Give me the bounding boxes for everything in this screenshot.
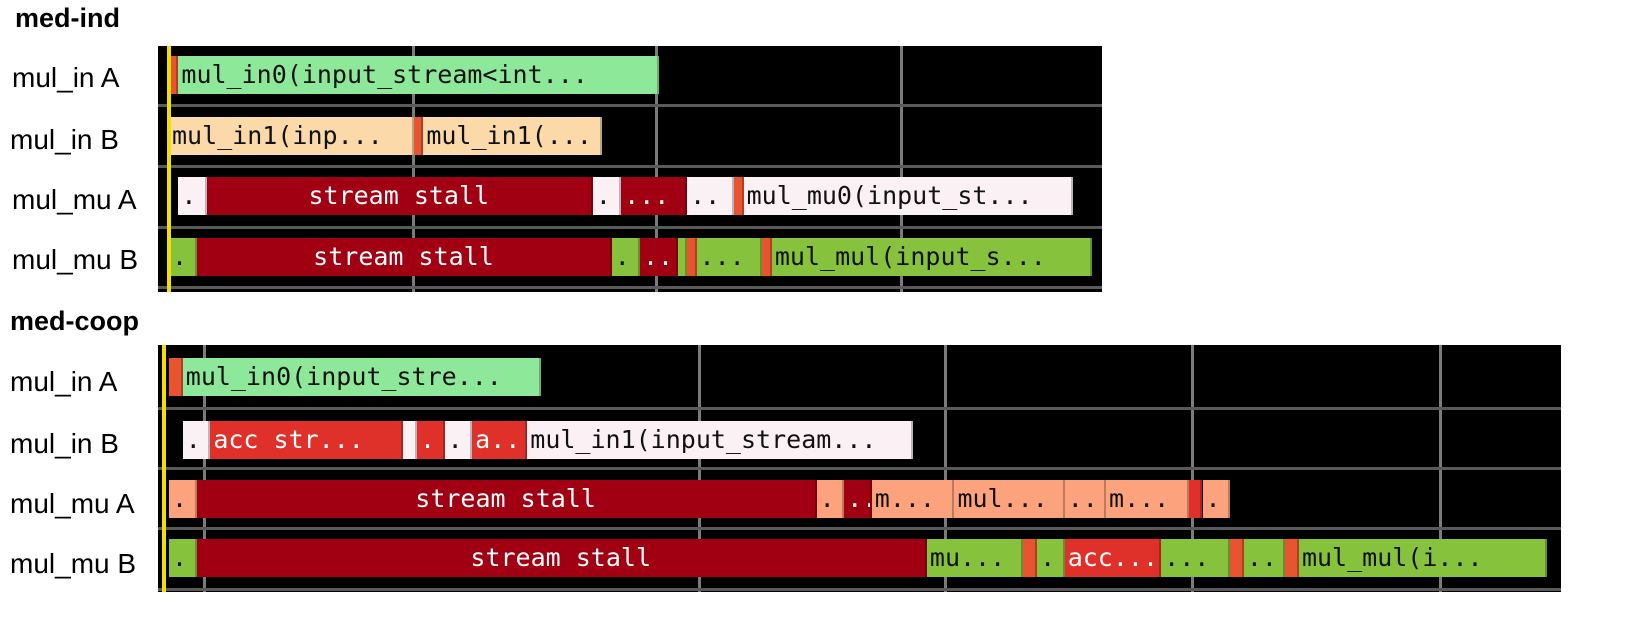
timeline-block[interactable]: ..	[640, 238, 678, 276]
timeline-block[interactable]: .	[169, 238, 198, 276]
timeline-block[interactable]	[1285, 539, 1299, 577]
timeline-block[interactable]: .	[178, 177, 207, 215]
row-label: mul_in B	[10, 124, 119, 155]
grid-line-horizontal	[158, 467, 1561, 470]
grid-line-horizontal	[158, 165, 1102, 168]
timeline-block[interactable]: mul_mu0(input_st...	[743, 177, 1074, 215]
time-cursor[interactable]	[167, 46, 171, 292]
timeline-block[interactable]	[403, 421, 418, 459]
row-label: mul_mu B	[12, 244, 139, 275]
grid-line-vertical	[412, 46, 415, 292]
row-label: mul_in A	[12, 62, 120, 93]
timeline-block[interactable]: mul_in1(inp...	[169, 117, 414, 155]
timeline-block[interactable]	[1188, 480, 1203, 518]
row-label: mul_mu B	[10, 548, 137, 579]
timeline-block[interactable]: ..	[844, 480, 872, 518]
row-label: mul_in A	[10, 366, 118, 397]
timeline-block[interactable]	[1230, 539, 1244, 577]
grid-line-horizontal	[158, 588, 1561, 591]
grid-line-vertical	[655, 46, 658, 292]
timeline-block[interactable]	[762, 238, 772, 276]
row-label: mul_in B	[10, 428, 119, 459]
timeline-block[interactable]	[169, 56, 179, 94]
timeline-block[interactable]: mul_in0(input_stre...	[182, 358, 542, 396]
timeline-block[interactable]: .	[1202, 480, 1231, 518]
grid-line-horizontal	[158, 286, 1102, 289]
timeline-block[interactable]: mul...	[954, 480, 1065, 518]
timeline-block[interactable]: acc...	[1064, 539, 1162, 577]
timeline-block[interactable]	[734, 177, 744, 215]
timeline-block[interactable]: ..	[1064, 480, 1107, 518]
timeline-panel-med-coop: mul_in0(input_stre....acc str.....a...mu…	[158, 345, 1561, 592]
timeline-block[interactable]: ..	[1243, 539, 1286, 577]
timeline-block[interactable]	[677, 238, 688, 276]
timeline-block[interactable]: .	[816, 480, 845, 518]
timeline-block[interactable]: mul_in1(input_stream...	[527, 421, 914, 459]
grid-line-horizontal	[158, 407, 1561, 410]
row-label: mul_mu A	[10, 488, 135, 519]
timeline-panel-med-ind: mul_in0(input_stream<int... mul_in1(inp..…	[158, 46, 1102, 292]
grid-line-horizontal	[158, 527, 1561, 530]
timeline-block[interactable]: mul_mul(i...	[1298, 539, 1547, 577]
timeline-block[interactable]: .	[417, 421, 445, 459]
timeline-block[interactable]: .	[444, 421, 473, 459]
timeline-block[interactable]: .	[1037, 539, 1065, 577]
timeline-block[interactable]: ..	[687, 177, 735, 215]
timeline-block[interactable]: .	[182, 421, 211, 459]
timeline-block[interactable]: m...	[1106, 480, 1189, 518]
timeline-block[interactable]: a...	[472, 421, 528, 459]
timeline-block[interactable]	[169, 358, 183, 396]
timeline-block[interactable]: mul_mul(input_s...	[771, 238, 1093, 276]
row-label: mul_mu A	[12, 184, 137, 215]
timeline-block[interactable]: acc str...	[210, 421, 404, 459]
time-cursor[interactable]	[162, 345, 166, 592]
section-title-med-ind: med-ind	[15, 3, 120, 33]
timeline-block[interactable]: ...	[1161, 539, 1231, 577]
timeline-block[interactable]: m...	[871, 480, 955, 518]
grid-line-horizontal	[158, 226, 1102, 229]
timeline-block[interactable]: stream stall	[196, 539, 927, 577]
timeline-block[interactable]: ...	[696, 238, 763, 276]
timeline-block[interactable]: .	[592, 177, 622, 215]
timeline-block[interactable]: .	[169, 480, 197, 518]
timeline-block[interactable]: ...	[621, 177, 688, 215]
timeline-block[interactable]: stream stall	[197, 238, 612, 276]
timeline-block[interactable]: mul_in1(...	[423, 117, 603, 155]
timeline-block[interactable]	[687, 238, 697, 276]
timeline-block[interactable]	[413, 117, 424, 155]
timeline-block[interactable]: stream stall	[196, 480, 817, 518]
timeline-block[interactable]	[1023, 539, 1038, 577]
timeline-block[interactable]: mu...	[926, 539, 1024, 577]
grid-line-horizontal	[158, 104, 1102, 107]
timeline-block[interactable]: mul_in0(input_stream<int...	[178, 56, 659, 94]
grid-line-vertical	[900, 46, 903, 292]
timeline-block[interactable]: .	[169, 539, 197, 577]
timeline-block[interactable]: .	[611, 238, 640, 276]
timeline-block[interactable]: stream stall	[206, 177, 593, 215]
section-title-med-coop: med-coop	[10, 306, 140, 336]
